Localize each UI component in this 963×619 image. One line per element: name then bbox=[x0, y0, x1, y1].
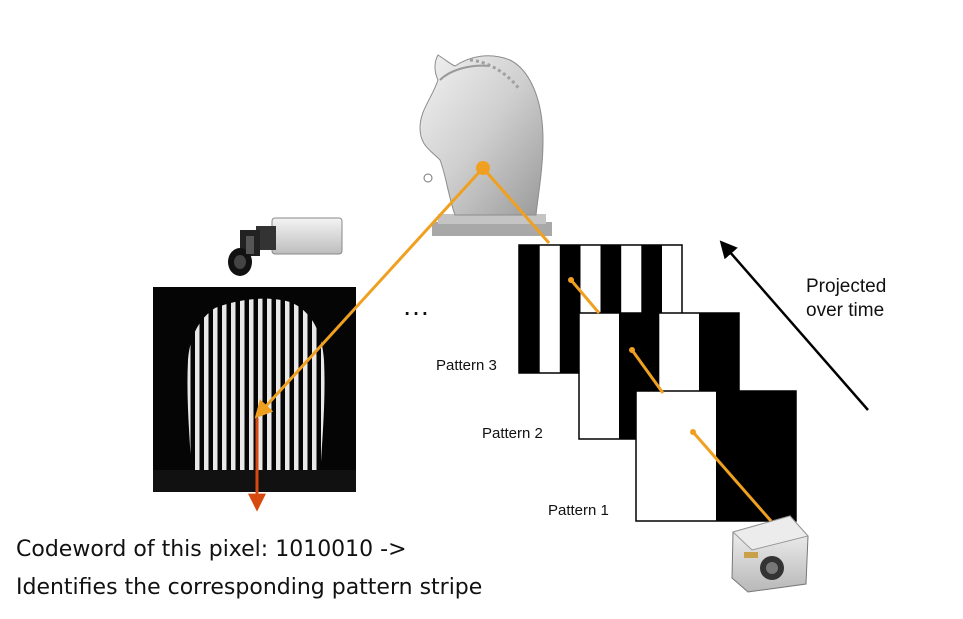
pattern-stripe bbox=[756, 391, 777, 521]
projected-label-line2: over time bbox=[806, 300, 885, 321]
captured-stripe bbox=[258, 298, 263, 480]
captured-stripe bbox=[312, 298, 317, 480]
projected-label: Projected over time bbox=[806, 275, 886, 323]
camera-icon bbox=[228, 217, 343, 276]
projector-icon bbox=[731, 515, 809, 593]
pattern-stripe bbox=[619, 313, 640, 439]
projected-stripes-on-object bbox=[187, 298, 325, 480]
captured-stripe bbox=[240, 298, 245, 480]
projector-ray-seg3 bbox=[569, 279, 601, 314]
captured-stripe bbox=[303, 298, 308, 480]
ray-dot-pattern-1 bbox=[690, 429, 696, 435]
ray-dot-pattern-3 bbox=[568, 277, 574, 283]
pattern-stripe bbox=[716, 391, 737, 521]
horse-head-bust-icon bbox=[419, 54, 552, 236]
pattern-stripe bbox=[559, 245, 581, 373]
captured-stripe bbox=[276, 298, 281, 480]
pattern-3-label: Pattern 3 bbox=[436, 357, 497, 374]
captured-stripe bbox=[222, 298, 227, 480]
captured-stripe bbox=[204, 298, 209, 480]
camera-ray bbox=[254, 166, 485, 419]
captured-image bbox=[153, 287, 356, 492]
captured-stripe bbox=[195, 298, 200, 480]
captured-stripe bbox=[187, 298, 191, 480]
caption-line-2: Identifies the corresponding pattern str… bbox=[16, 575, 483, 600]
time-arrow bbox=[719, 240, 869, 411]
pattern-1-card bbox=[635, 390, 797, 522]
captured-stripe bbox=[321, 298, 325, 480]
projector-ray-top bbox=[481, 167, 551, 244]
captured-stripe bbox=[231, 298, 236, 480]
pattern-stripe bbox=[776, 391, 797, 521]
ray-dot-pattern-2 bbox=[629, 347, 635, 353]
pattern-stripe bbox=[519, 245, 540, 373]
pattern-2-label: Pattern 2 bbox=[482, 425, 543, 442]
projector-ray-seg1 bbox=[691, 431, 773, 522]
captured-stripe bbox=[213, 298, 218, 480]
ellipsis: … bbox=[402, 290, 434, 321]
caption-line-1: Codeword of this pixel: 1010010 -> bbox=[16, 537, 407, 562]
captured-stripe bbox=[285, 298, 290, 480]
pattern-1-label: Pattern 1 bbox=[548, 502, 609, 519]
surface-point bbox=[476, 161, 490, 175]
pattern-border bbox=[635, 390, 797, 522]
projected-label-line1: Projected bbox=[806, 276, 887, 297]
captured-stripe bbox=[249, 298, 254, 480]
projector-ray-seg2 bbox=[630, 349, 665, 394]
captured-stripe bbox=[267, 298, 272, 480]
captured-stripe bbox=[294, 298, 299, 480]
